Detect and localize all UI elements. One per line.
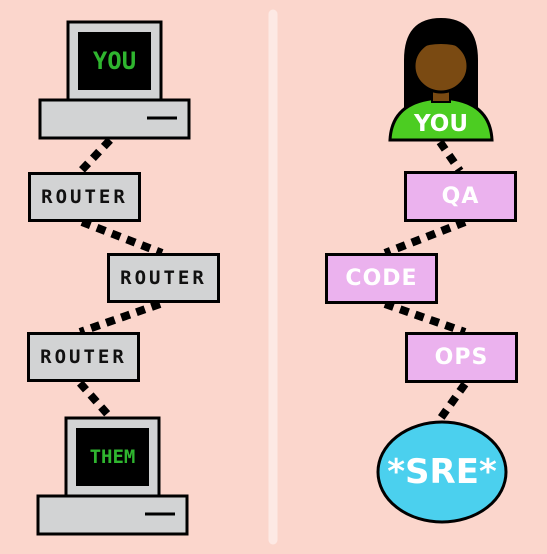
connector-ops-sre (434, 381, 469, 425)
connector-you-router1 (77, 137, 113, 175)
computer-you-icon (38, 20, 191, 140)
person-icon (388, 18, 494, 142)
router-3: ROUTER (27, 332, 140, 382)
step-ops: OPS (405, 332, 518, 383)
person-label: YOU (413, 111, 469, 137)
connector-router2-router3 (78, 300, 162, 336)
connector-router3-them (77, 380, 113, 420)
computer-them-icon (36, 416, 189, 536)
connector-code-ops (383, 300, 467, 336)
router-1: ROUTER (28, 172, 141, 222)
router-2: ROUTER (107, 253, 220, 303)
connector-person-qa (436, 139, 464, 174)
connector-router1-router2 (80, 218, 164, 257)
step-code: CODE (325, 253, 438, 304)
step-qa: QA (404, 171, 517, 222)
computer-you-label: YOU (92, 47, 137, 75)
sre-bubble (376, 420, 508, 524)
connector-qa-code (383, 218, 467, 257)
sre-label: *SRE* (387, 452, 497, 492)
computer-them-label: THEM (89, 446, 136, 468)
